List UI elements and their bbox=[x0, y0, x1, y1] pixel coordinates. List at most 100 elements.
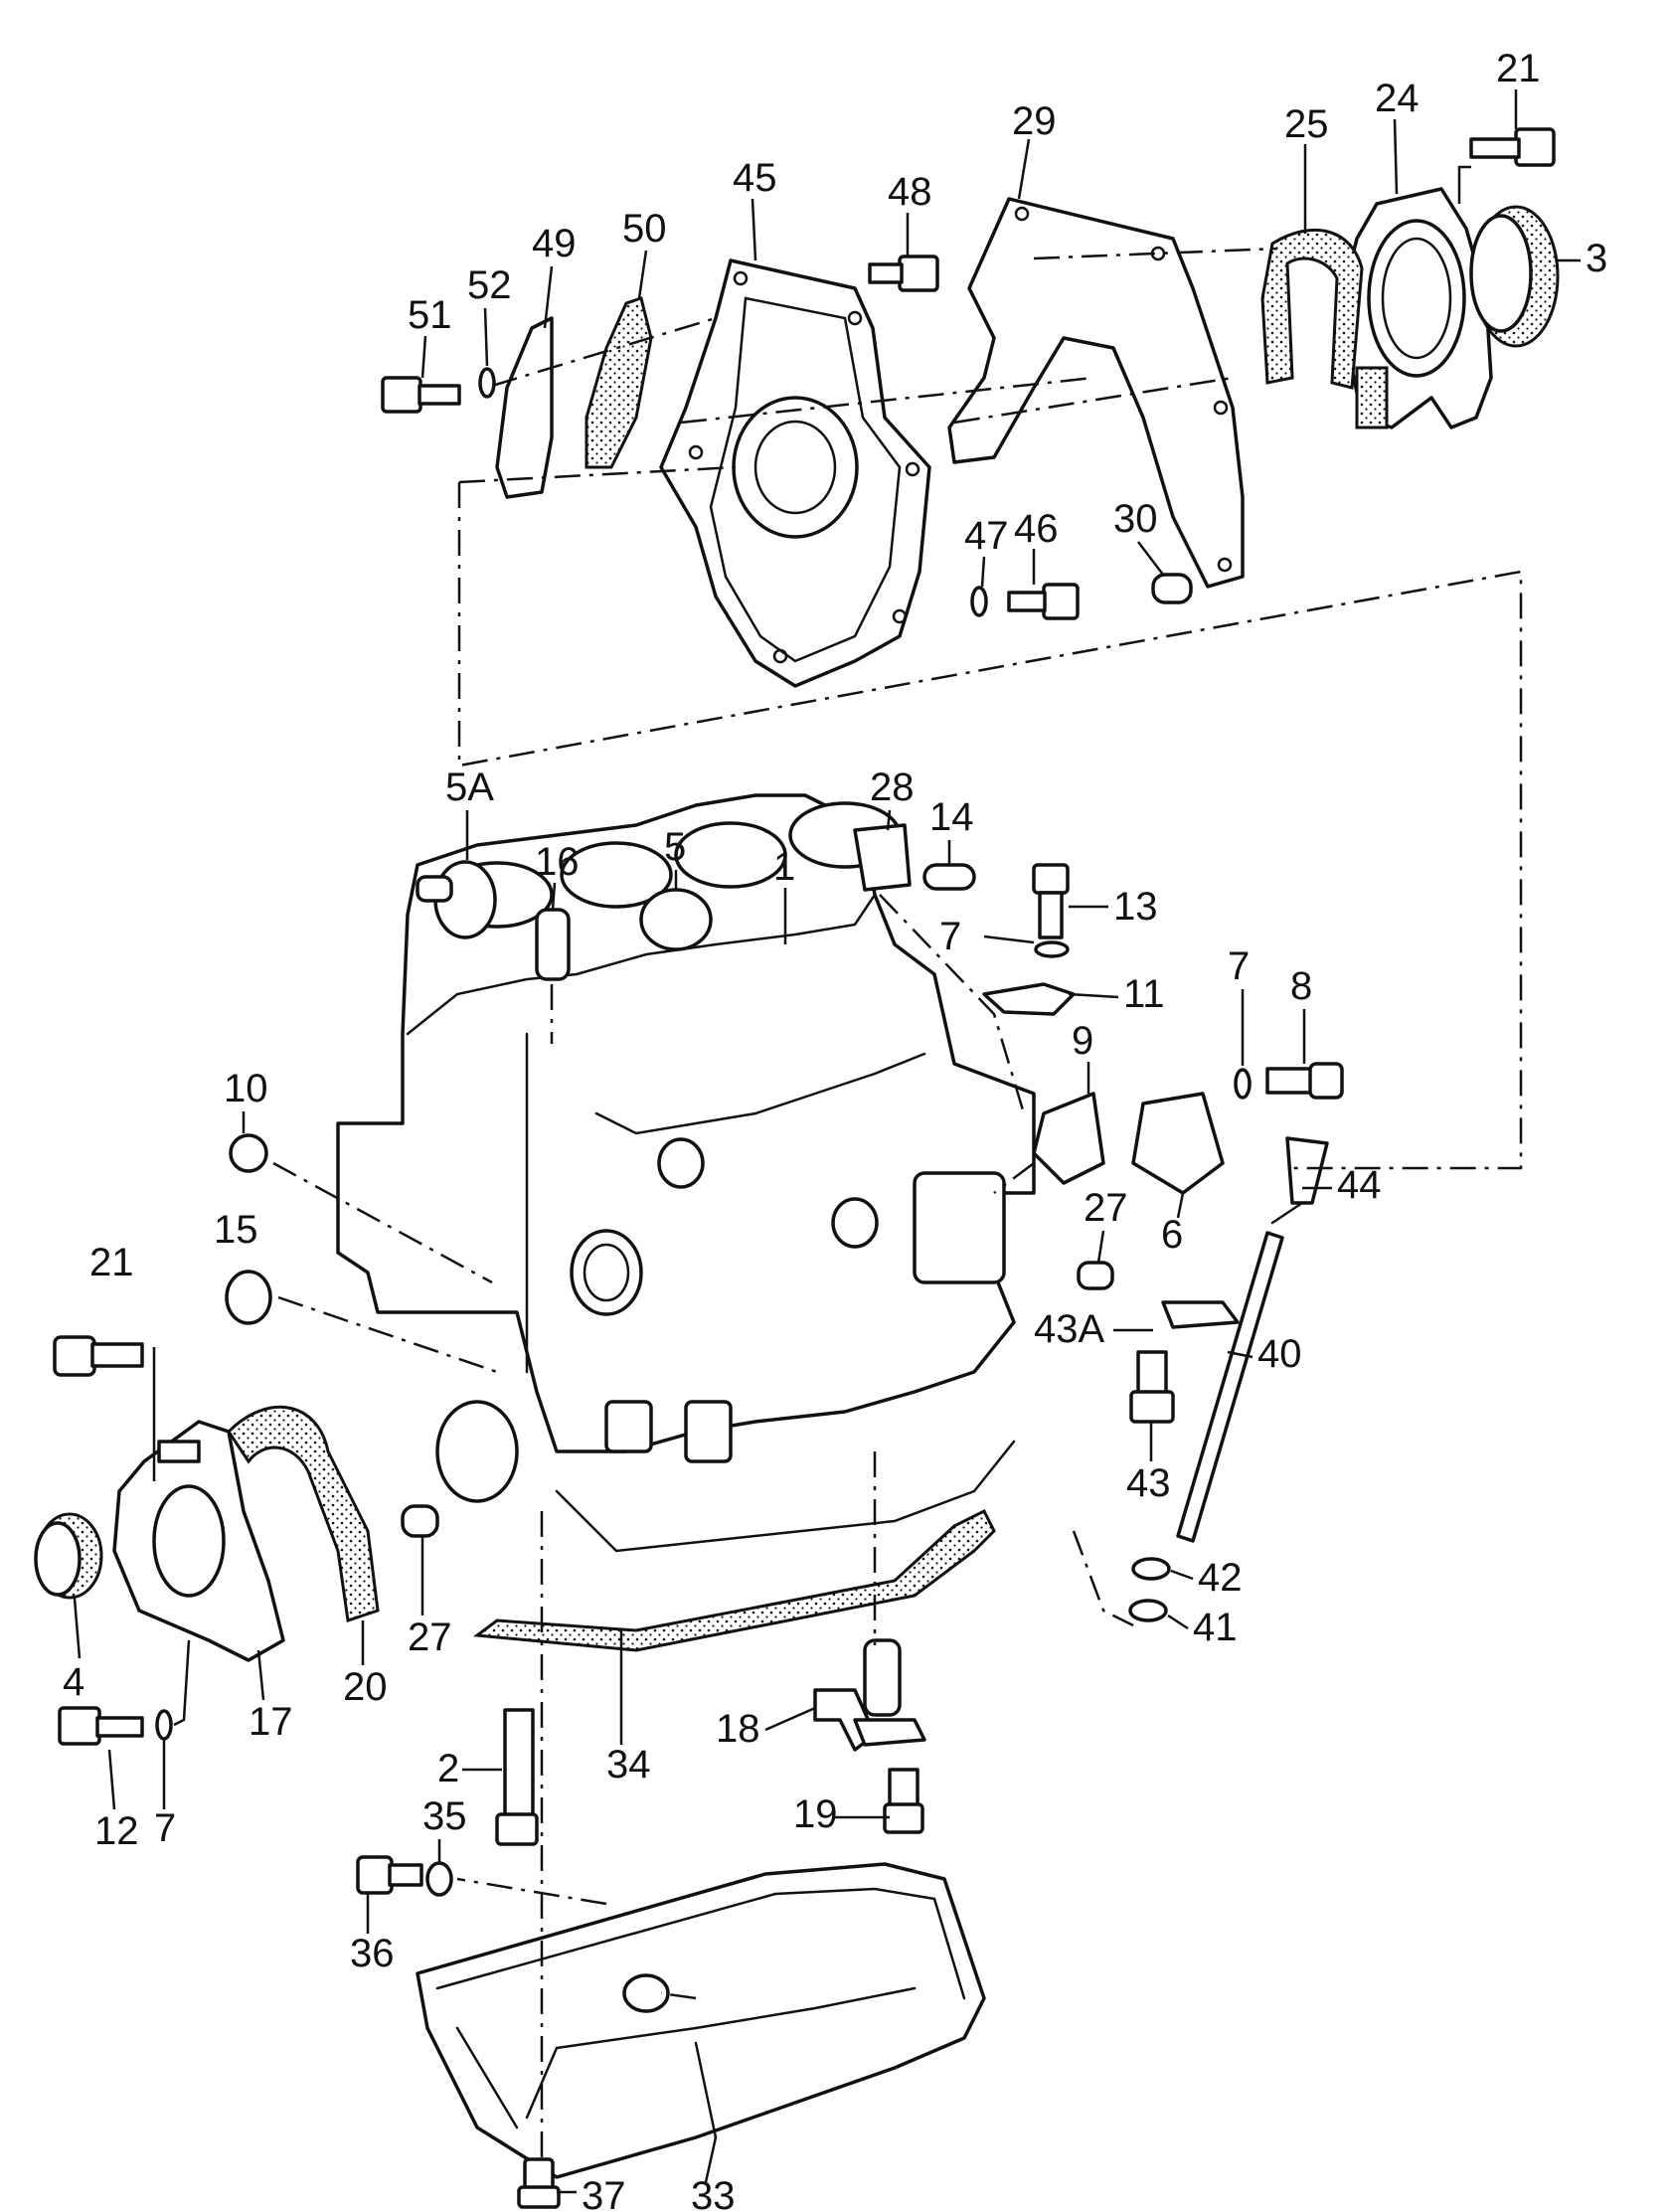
bolt-12 bbox=[58, 1706, 144, 1746]
assembly-line-b bbox=[272, 894, 1134, 2157]
callout-29: 29 bbox=[1012, 99, 1057, 143]
callout-45: 45 bbox=[733, 156, 777, 200]
callout-41: 41 bbox=[1193, 1606, 1238, 1649]
bolt-36 bbox=[356, 1855, 423, 1895]
callout-12: 12 bbox=[94, 1809, 139, 1853]
cylinder-block-1 bbox=[336, 793, 1036, 1553]
pin-14 bbox=[922, 863, 976, 891]
callout-43A: 43A bbox=[1034, 1307, 1104, 1351]
bolt-2 bbox=[495, 1708, 539, 1846]
bracket-11 bbox=[982, 982, 1076, 1016]
o-ring-41 bbox=[1128, 1599, 1168, 1622]
callout-21-side: 21 bbox=[89, 1241, 134, 1284]
guide-tube-40 bbox=[1176, 1231, 1284, 1543]
callout-21: 21 bbox=[1496, 47, 1541, 90]
callout-8: 8 bbox=[1290, 964, 1312, 1008]
callout-1: 1 bbox=[773, 845, 795, 889]
dowel-27-lower bbox=[401, 1504, 439, 1538]
pan-gasket-34 bbox=[472, 1508, 996, 1652]
sleeve-16 bbox=[535, 908, 571, 981]
cover-6 bbox=[1131, 1092, 1225, 1195]
seal-4 bbox=[34, 1512, 103, 1600]
callout-44: 44 bbox=[1337, 1163, 1382, 1207]
dowel-30 bbox=[1151, 573, 1193, 604]
pickup-pipe-18 bbox=[813, 1638, 926, 1752]
gasket-25 bbox=[1260, 228, 1364, 390]
o-ring-42 bbox=[1131, 1557, 1171, 1581]
callout-6: 6 bbox=[1161, 1213, 1183, 1257]
callout-33: 33 bbox=[691, 2174, 736, 2212]
callout-15: 15 bbox=[214, 1208, 258, 1252]
callout-9: 9 bbox=[1072, 1019, 1093, 1063]
plug-5 bbox=[639, 888, 713, 951]
callout-36: 36 bbox=[350, 1932, 395, 1975]
callout-7-right: 7 bbox=[1228, 944, 1250, 988]
bolt-48 bbox=[868, 255, 939, 292]
assembly-line-a bbox=[457, 247, 1523, 1170]
callout-leaders bbox=[73, 89, 1581, 2194]
callout-24: 24 bbox=[1375, 77, 1420, 120]
callout-7-lower: 7 bbox=[154, 1806, 176, 1850]
gasket-50 bbox=[585, 296, 653, 469]
cover-plate-49 bbox=[495, 316, 554, 499]
dipstick-44 bbox=[1270, 1136, 1329, 1225]
drain-plug-37 bbox=[517, 2157, 561, 2209]
bolt-46 bbox=[1007, 583, 1080, 620]
callout-2: 2 bbox=[437, 1747, 459, 1790]
callout-46: 46 bbox=[1014, 507, 1059, 551]
bolt-19 bbox=[883, 1768, 924, 1834]
callout-4: 4 bbox=[63, 1660, 84, 1704]
plug-10 bbox=[229, 1133, 268, 1173]
washer-47 bbox=[970, 586, 988, 617]
callout-40: 40 bbox=[1257, 1332, 1302, 1376]
seal-ring-3 bbox=[1469, 205, 1560, 348]
callout-20: 20 bbox=[343, 1665, 388, 1709]
plug-15 bbox=[225, 1270, 272, 1325]
callout-5: 5 bbox=[664, 825, 686, 869]
dowel-27-upper bbox=[1077, 1261, 1114, 1290]
callout-51: 51 bbox=[408, 293, 452, 337]
callout-18: 18 bbox=[716, 1707, 760, 1751]
callout-34: 34 bbox=[606, 1743, 651, 1787]
callout-37: 37 bbox=[582, 2174, 626, 2212]
callout-11: 11 bbox=[1123, 972, 1165, 1016]
callout-48: 48 bbox=[888, 170, 932, 214]
washer-7-top bbox=[1034, 940, 1070, 958]
washer-52 bbox=[478, 367, 496, 399]
callout-50: 50 bbox=[622, 207, 667, 251]
front-cover-17 bbox=[112, 1420, 285, 1662]
oil-pan-33 bbox=[416, 1862, 986, 2179]
callout-16: 16 bbox=[535, 840, 580, 884]
washer-7-lower bbox=[155, 1709, 173, 1741]
callout-52: 52 bbox=[467, 263, 512, 307]
callout-17: 17 bbox=[249, 1700, 293, 1744]
callout-labels: 21 24 25 29 3 45 48 50 49 52 51 47 46 30… bbox=[63, 47, 1607, 2212]
callout-5A: 5A bbox=[445, 766, 494, 809]
bolt-21-top bbox=[1457, 127, 1556, 204]
callout-19: 19 bbox=[793, 1792, 838, 1836]
bolt-8 bbox=[1265, 1062, 1344, 1100]
callout-42: 42 bbox=[1198, 1556, 1243, 1600]
callout-47: 47 bbox=[964, 514, 1009, 558]
bracket-43A bbox=[1161, 1300, 1240, 1329]
bushing-28 bbox=[853, 823, 912, 892]
callout-14: 14 bbox=[929, 795, 974, 839]
callout-49: 49 bbox=[532, 222, 577, 265]
callout-30: 30 bbox=[1113, 497, 1158, 541]
callout-27-upper: 27 bbox=[1084, 1186, 1128, 1230]
intermediate-plate-29 bbox=[947, 197, 1245, 589]
washer-7-right bbox=[1234, 1068, 1252, 1100]
gasket-20 bbox=[227, 1405, 380, 1622]
callout-3: 3 bbox=[1586, 237, 1607, 280]
end-plate-45 bbox=[659, 258, 931, 688]
callout-7-top: 7 bbox=[939, 915, 961, 958]
plug-5A bbox=[416, 860, 497, 939]
bracket-leader bbox=[152, 1347, 191, 1727]
bolt-13 bbox=[1032, 863, 1070, 939]
seal-flange-24 bbox=[1340, 187, 1493, 429]
bolt-43 bbox=[1129, 1350, 1175, 1424]
washer-35 bbox=[425, 1861, 453, 1897]
callout-35: 35 bbox=[422, 1794, 467, 1838]
callout-28: 28 bbox=[870, 766, 915, 809]
